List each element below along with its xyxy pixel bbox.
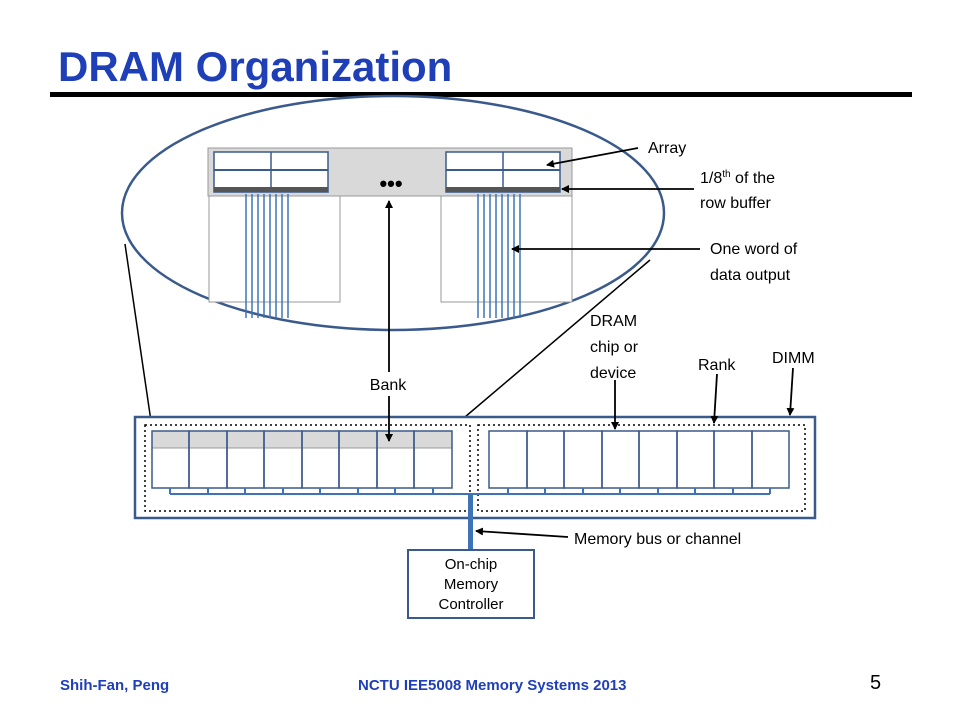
label-word-line1: One word of [710, 241, 798, 258]
label-memory-bus: Memory bus or channel [574, 531, 741, 548]
bus-arrow [475, 527, 569, 538]
memory-controller-box [407, 549, 535, 619]
row-buffer-left [214, 187, 328, 192]
zoom-line-left [124, 243, 153, 429]
array-arrow [546, 147, 639, 168]
title-rule [50, 92, 912, 97]
label-dram-line1: DRAM [590, 313, 637, 330]
chip-detail-right [440, 151, 573, 318]
zoom-line-right [451, 259, 651, 429]
label-dram-line2: chip or [590, 339, 639, 356]
data-lines-left [245, 194, 289, 318]
label-dram-line3: device [590, 365, 636, 382]
label-bank: Bank [370, 377, 407, 394]
label-rank: Rank [698, 357, 736, 374]
label-dimm: DIMM [772, 350, 815, 367]
controller-label-line3: Controller [438, 596, 503, 613]
data-lines-right [477, 194, 521, 318]
controller-label-line2: Memory [444, 576, 499, 593]
chip-detail-left [208, 151, 341, 318]
rank-right [477, 424, 806, 512]
slide-number: 5 [870, 672, 882, 694]
row-buffer-right [446, 187, 560, 192]
zoom-ellipse [120, 94, 666, 332]
label-row-buffer-line2: row buffer [700, 195, 772, 212]
controller-label-line1: On-chip [445, 556, 498, 573]
footer-course: NCTU IEE5008 Memory Systems 2013 [358, 677, 627, 694]
footer-author: Shih-Fan, Peng [60, 677, 170, 694]
ellipsis-text: ••• [379, 171, 402, 196]
slide-title: DRAM Organization [58, 43, 453, 90]
label-word-line2: data output [710, 267, 791, 284]
dimm-arrow [786, 367, 795, 416]
label-row-buffer-line1: 1/8th of the [700, 169, 775, 187]
memory-channel [468, 494, 473, 550]
label-array: Array [648, 140, 686, 157]
rank-arrow [710, 373, 719, 424]
